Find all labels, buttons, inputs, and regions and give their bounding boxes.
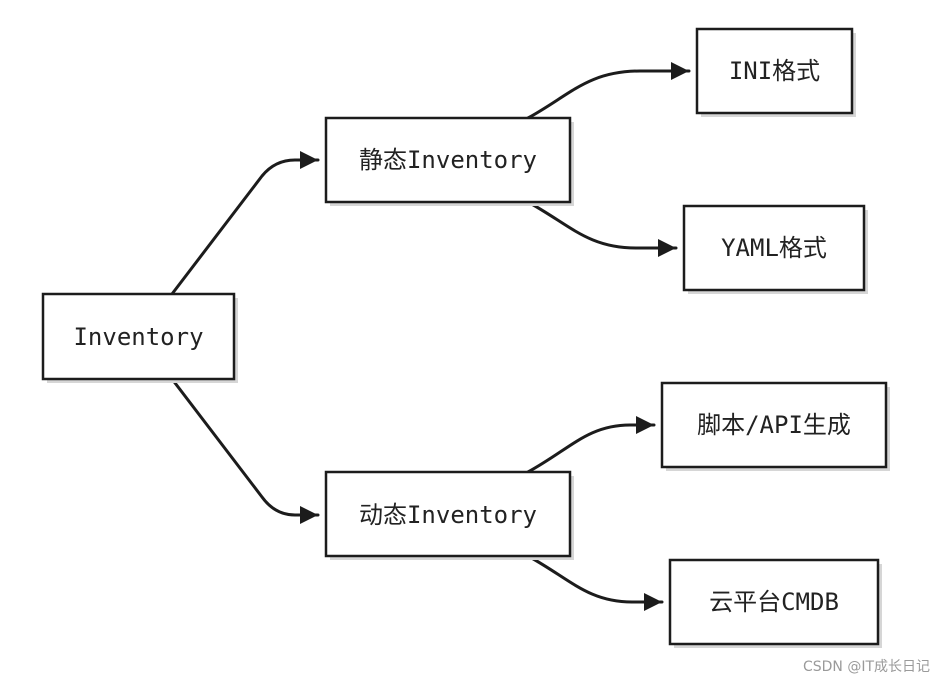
edge-static-to-yaml: [526, 200, 678, 257]
node-static-inventory: 静态Inventory: [324, 116, 574, 206]
node-box: [695, 27, 854, 115]
node-yaml-format: YAML格式: [682, 204, 868, 294]
node-ini-format: INI格式: [695, 27, 856, 117]
node-label: INI格式: [729, 57, 820, 85]
node-dynamic-inventory: 动态Inventory: [324, 470, 574, 560]
node-box: [668, 558, 880, 646]
node-label: 静态Inventory: [359, 146, 537, 174]
edge-static-to-ini: [526, 62, 691, 120]
node-box: [41, 292, 236, 381]
node-cloud-cmdb: 云平台CMDB: [668, 558, 882, 648]
node-box: [324, 470, 572, 558]
edge-inventory-to-dynamic: [170, 377, 320, 524]
node-script-api: 脚本/API生成: [660, 381, 890, 471]
node-box: [324, 116, 572, 204]
node-inventory: Inventory: [41, 292, 238, 383]
edge-dynamic-to-script-api: [526, 416, 656, 474]
watermark: CSDN @IT成长日记: [803, 659, 930, 675]
node-label: 动态Inventory: [359, 501, 537, 529]
node-label: 脚本/API生成: [697, 411, 851, 439]
node-label: YAML格式: [721, 234, 827, 262]
edge-inventory-to-static: [170, 151, 320, 296]
node-label: 云平台CMDB: [709, 588, 839, 616]
node-box: [682, 204, 866, 292]
node-box: [660, 381, 888, 469]
node-label: Inventory: [73, 323, 203, 351]
edge-dynamic-to-cloud-cmdb: [526, 554, 664, 611]
